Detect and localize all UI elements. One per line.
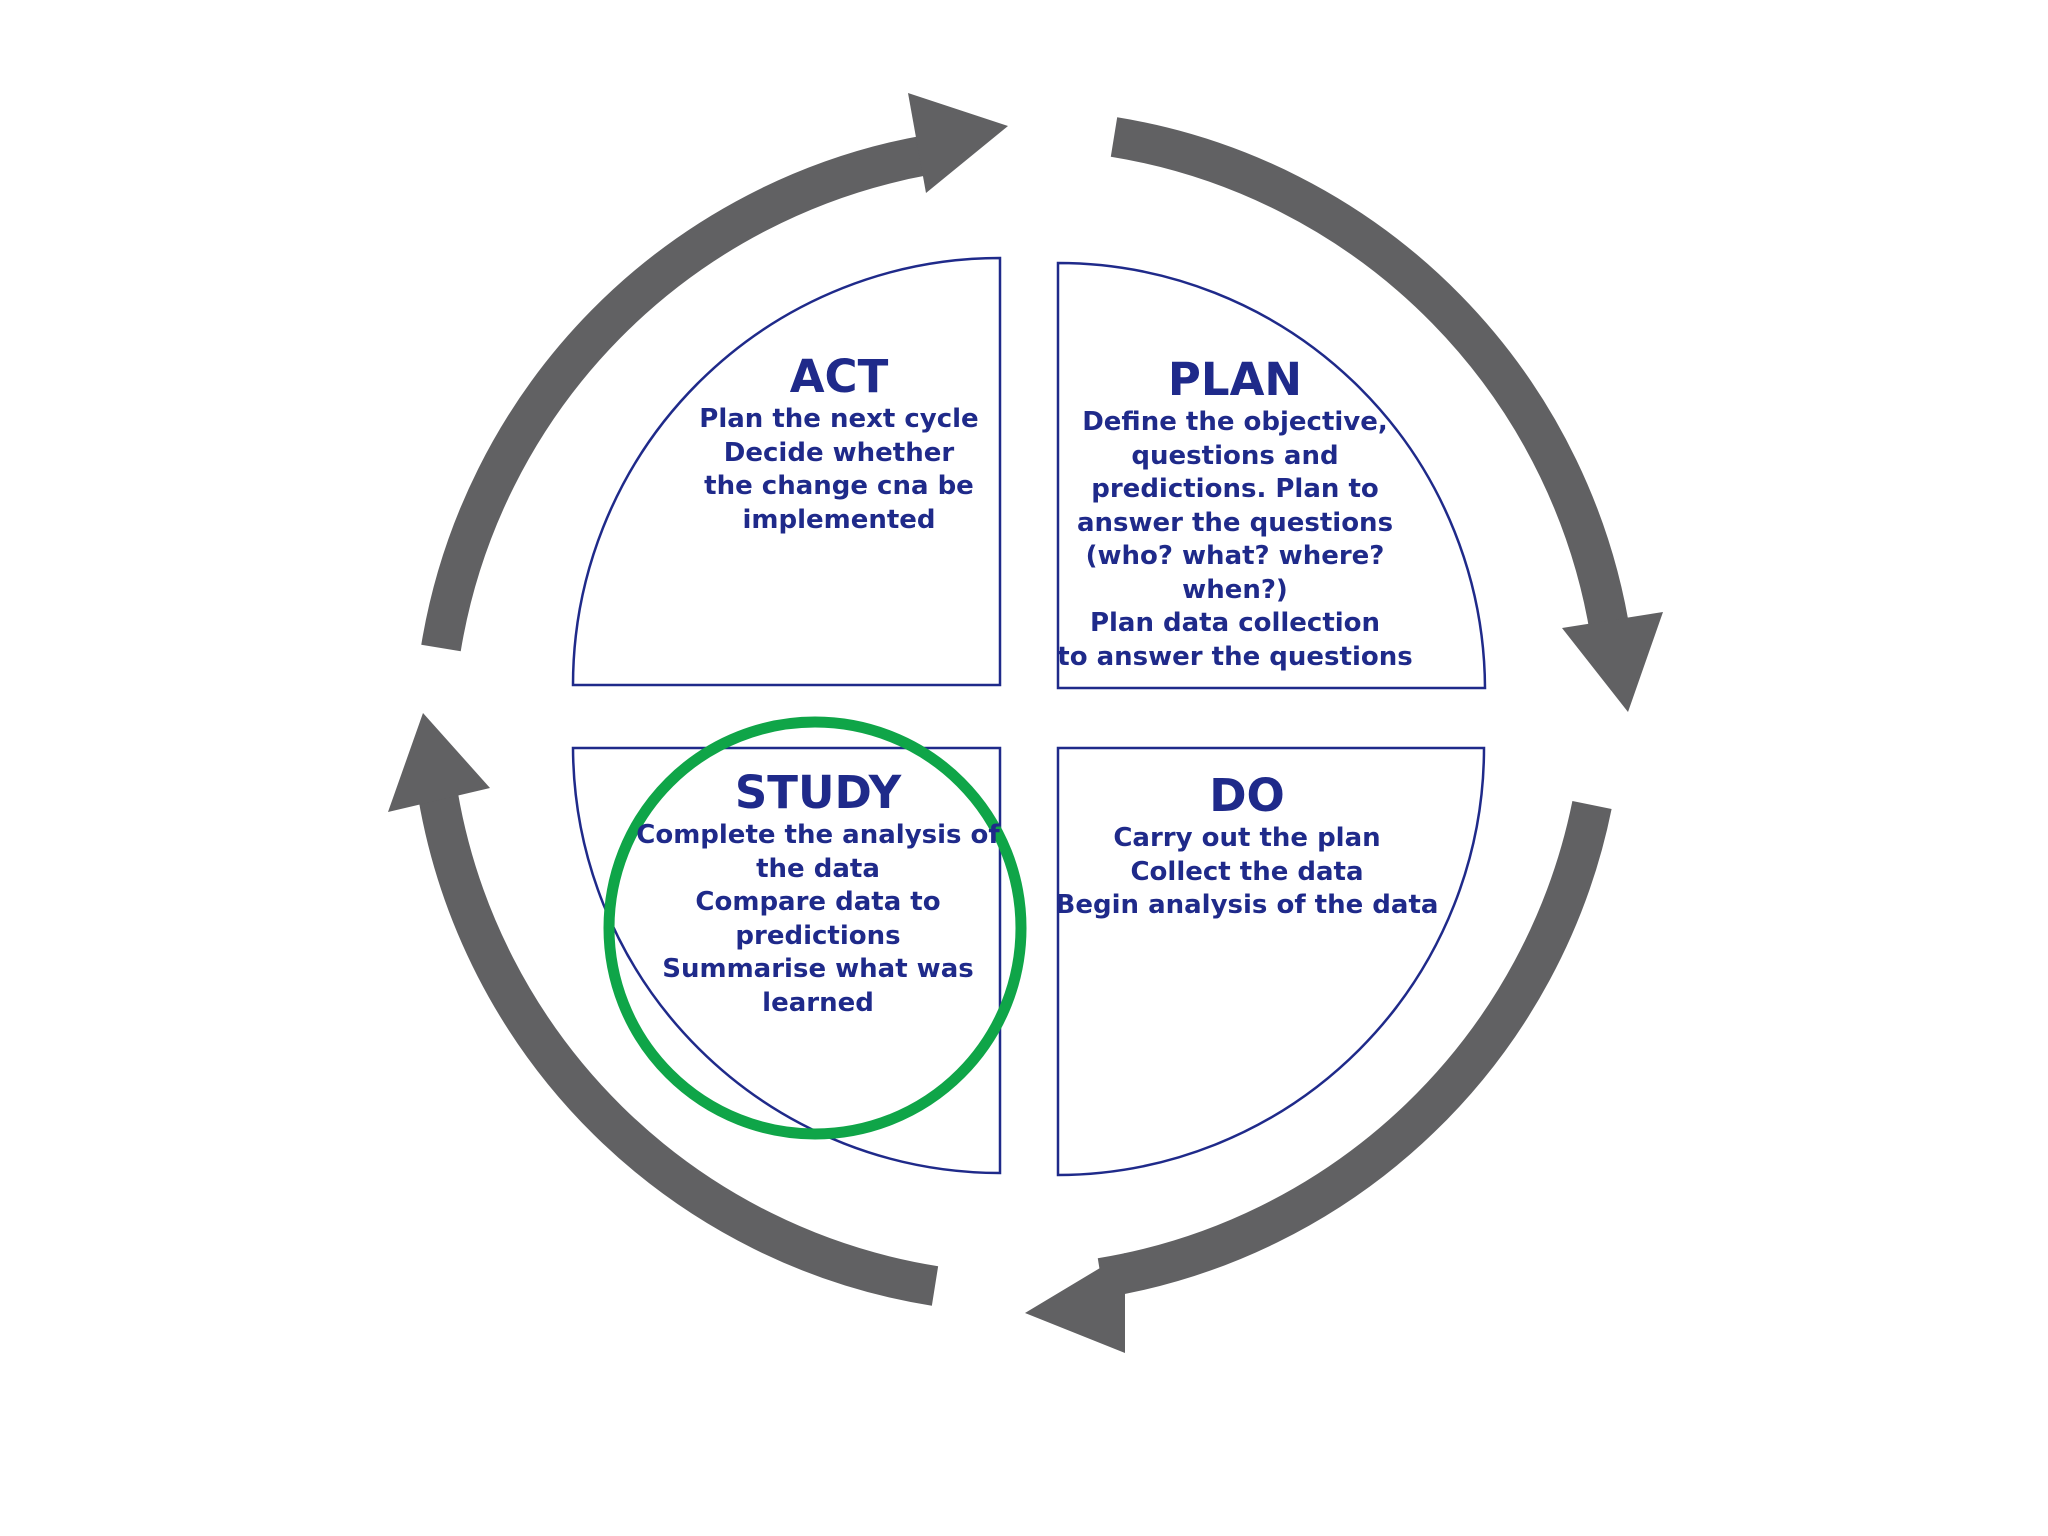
arrow-study-to-act [418,791,939,1306]
quadrant-plan [1056,261,1487,690]
arrowhead-act-to-plan [908,93,1008,193]
act-line: Plan the next cycle [699,404,979,434]
plan-line: Plan data collection [1089,608,1381,638]
study-line: Summarise what was [662,954,974,984]
study-line: the data [756,853,880,884]
study-line: Complete the analysis of [636,820,1000,850]
quadrant-do [1056,746,1486,1177]
arrowhead-do-to-study [1025,1253,1125,1353]
plan-line: to answer the questions [1057,641,1413,672]
act-line: implemented [742,504,936,535]
study-text-block: STUDY Complete the analysis of the data … [618,767,1018,1020]
act-title: ACT [789,350,889,403]
act-line: the change cna be [704,471,974,501]
arrow-plan-to-do [1110,117,1632,648]
do-text-block: DO Carry out the plan Collect the data B… [1047,770,1447,923]
plan-line: when?) [1182,574,1288,605]
plan-line: (who? what? where? [1085,541,1385,571]
plan-line: Define the objective, [1082,407,1388,437]
arrowhead-plan-to-do [1562,612,1663,712]
study-title: STUDY [734,766,902,819]
study-line: predictions [735,920,901,951]
arrow-do-to-study [1097,801,1612,1298]
cycle-arrows [388,93,1663,1353]
plan-text-block: PLAN Define the objective, questions and… [1035,354,1435,674]
quadrant-study [571,746,1002,1175]
quadrant-act [571,256,1002,687]
do-line: Collect the data [1130,856,1364,887]
plan-line: predictions. Plan to [1091,474,1379,504]
highlight-circle [603,716,1027,1140]
do-line: Carry out the plan [1113,823,1381,853]
act-text-block: ACT Plan the next cycle Decide whether t… [639,351,1039,537]
do-line: Begin analysis of the data [1055,890,1439,920]
study-line: Compare data to [695,887,941,917]
arrowhead-study-to-act [388,713,490,812]
plan-title: PLAN [1167,353,1303,406]
plan-line: questions and [1131,440,1339,471]
act-line: Decide whether [723,437,955,468]
study-line: learned [762,987,874,1018]
do-title: DO [1209,769,1285,822]
plan-line: answer the questions [1076,507,1394,538]
arrow-act-to-plan [421,135,931,652]
